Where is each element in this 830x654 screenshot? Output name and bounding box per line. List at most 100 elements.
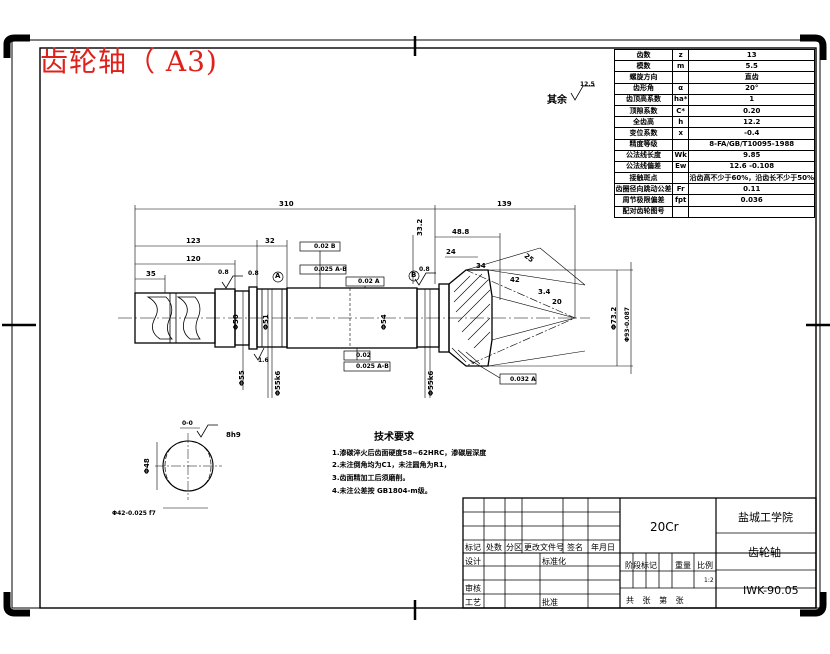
drawing-title: 齿轮轴（ A3) <box>40 45 218 78</box>
gear-param-cell: 齿形角 <box>614 82 673 95</box>
dim-phi55k6-left: Φ55k6 <box>274 370 282 396</box>
gear-param-cell: 精度等级 <box>614 138 673 151</box>
gear-param-cell: 沿齿高不少于60%，沿齿长不少于50% <box>688 172 815 185</box>
gdt-runout-ab2-frame <box>343 361 391 372</box>
tb-label-check: 审核 <box>465 584 481 593</box>
spline-groove-right <box>176 296 201 340</box>
title-block-grid <box>462 497 817 609</box>
school-label: 盐城工学院 <box>738 511 793 524</box>
corner-marks <box>3 34 827 617</box>
gear-param-cell: 20° <box>688 82 815 95</box>
gear-param-cell: 公法线偏差 <box>614 160 673 174</box>
gear-param-cell: 配对齿轮图号 <box>614 205 673 218</box>
corner-mark-bl <box>3 592 30 617</box>
gear-param-cell: 顶隙系数 <box>614 104 673 118</box>
tb-label-stage: 阶段标记 <box>625 561 657 570</box>
gear-param-cell: 齿圈径向跳动公差 <box>614 183 673 196</box>
corner-mark-tr <box>800 34 827 60</box>
gear-param-cell: Ew <box>671 160 690 174</box>
tb-label-process: 工艺 <box>465 598 481 607</box>
spline-section-view <box>155 427 222 509</box>
dim-phi50: Φ50 <box>232 314 240 330</box>
dim-phi55k6-right: Φ55k6 <box>427 370 435 396</box>
gear-param-cell: ha* <box>671 93 690 106</box>
dim-24: 24 <box>446 248 456 256</box>
center-marks <box>2 36 830 620</box>
gear-param-cell: 齿数 <box>614 48 673 62</box>
gdt-conc-a: 0.02 A <box>358 278 380 285</box>
gear-param-cell <box>688 205 815 218</box>
tb-label-sheet: 共 张 第 张 <box>626 596 684 605</box>
tb-label-count: 处数 <box>486 543 502 552</box>
gear-param-cell: 齿顶高系数 <box>614 93 673 106</box>
gear-param-cell: C* <box>671 104 690 118</box>
inner-frame <box>39 47 817 609</box>
gdt-runout-ab: 0.025 A-B <box>314 266 347 273</box>
gear-param-row: 接触斑点沿齿高不少于60%，沿齿长不少于50% <box>614 172 815 185</box>
gear-param-cell: 5.5 <box>688 60 815 73</box>
gear-param-cell: 12.6 -0.108 <box>688 160 815 174</box>
gear-param-cell: 12.2 <box>688 116 815 129</box>
requirement-3: 3.齿面精加工后须磨削。 <box>332 474 410 482</box>
gear-param-cell: 1 <box>688 93 815 106</box>
tb-label-approve: 批准 <box>542 598 558 607</box>
gear-param-cell: 8-FA/GB/T10095-1988 <box>688 138 815 151</box>
gear-param-cell: 13 <box>688 48 815 62</box>
dim-34: 34 <box>476 262 486 270</box>
tb-label-sign: 签名 <box>567 543 583 552</box>
gear-param-cell: -0.4 <box>688 127 815 140</box>
face-cone <box>487 269 586 367</box>
spline-outer-diameter: Φ48 <box>143 458 151 474</box>
gear-param-cell <box>671 205 690 218</box>
gear-param-cell: h <box>671 116 690 129</box>
datum-b-label: B <box>411 271 417 279</box>
tb-label-weight: 重量 <box>675 561 691 570</box>
gear-param-cell: 全齿高 <box>614 116 673 129</box>
gear-param-cell: Wk <box>671 149 690 162</box>
dim-48-8: 48.8 <box>452 228 470 236</box>
datum-a-circle <box>272 271 284 283</box>
dim-33-2: 33.2 <box>416 218 424 236</box>
requirement-4: 4.未注公差按 GB1804-m级。 <box>332 487 432 495</box>
gear-param-cell: 0.11 <box>688 183 815 196</box>
spline-groove-left <box>146 296 173 340</box>
drawing-number-label: IWK-90.05 <box>743 584 799 597</box>
tb-label-change-doc: 更改文件号 <box>524 543 564 552</box>
dim-35: 35 <box>146 270 156 278</box>
dim-angle-20: 20 <box>552 298 562 306</box>
gear-param-row: 螺旋方向直齿 <box>614 71 815 84</box>
requirement-2: 2.未注倒角均为C1，未注圆角为R1， <box>332 461 451 469</box>
dim-32: 32 <box>265 237 275 245</box>
spline-inner-diameter: Φ42-0.025 f7 <box>112 510 156 517</box>
gear-param-row: 精度等级 8-FA/GB/T10095-1988 <box>614 138 815 151</box>
requirements-heading: 技术要求 <box>374 432 414 443</box>
dim-phi55: Φ55 <box>238 370 246 386</box>
scale-value: 1:2 <box>704 577 714 584</box>
roughness-other-label: 其余 <box>547 95 567 106</box>
gear-param-cell: 9.85 <box>688 149 815 162</box>
gear-param-cell: fpt <box>671 194 690 207</box>
dim-120: 120 <box>186 255 201 263</box>
gear-param-cell: z <box>671 48 690 62</box>
roughness-value-2: 0.8 <box>248 270 259 277</box>
dim-angle-42: 42 <box>510 276 520 284</box>
gear-param-cell: 变位系数 <box>614 127 673 140</box>
tb-label-scale: 比例 <box>697 561 713 570</box>
spline-fit: 8h9 <box>226 431 241 439</box>
dim-angle-3-4: 3.4 <box>538 288 551 296</box>
gear-param-cell: 模数 <box>614 60 673 73</box>
gear-param-cell: α <box>671 82 690 95</box>
dim-phi51: Φ51 <box>262 314 270 330</box>
roughness-value-1: 0.8 <box>218 269 229 276</box>
gear-teeth-hatch-lower <box>451 347 481 365</box>
shaft-view <box>118 247 590 367</box>
